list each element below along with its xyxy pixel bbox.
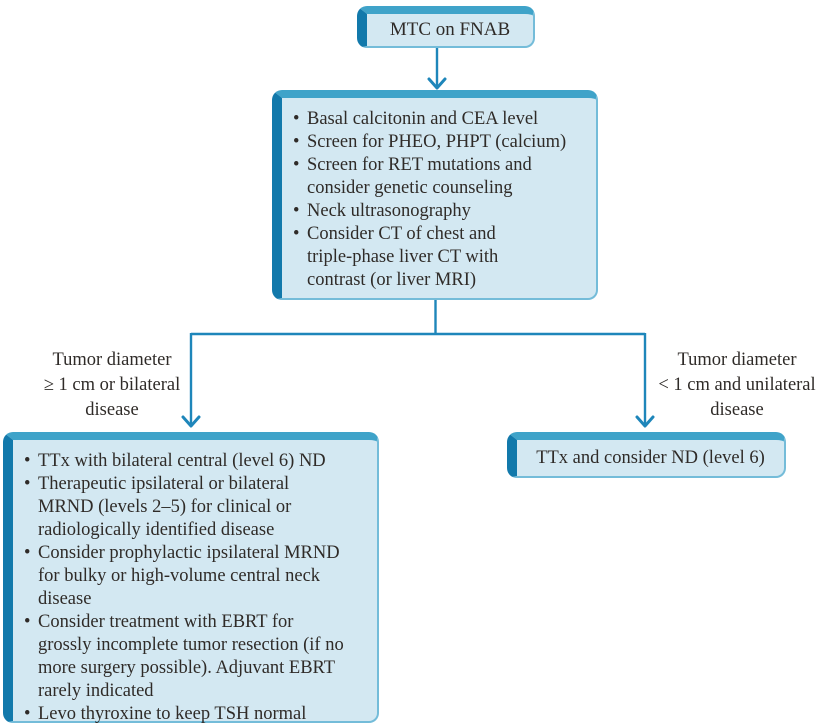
node-start-box: MTC on FNAB bbox=[357, 6, 535, 48]
extensive-bullet-item: Levo thyroxine to keep TSH normal bbox=[22, 703, 374, 726]
node-workup-box: Basal calcitonin and CEA level Screen fo… bbox=[272, 90, 598, 300]
extensive-bullet-list: TTx with bilateral central (level 6) ND … bbox=[13, 440, 377, 726]
arrow-start-to-workup-head bbox=[427, 77, 447, 90]
workup-bullet-item: Consider CT of chest and triple-phase li… bbox=[291, 223, 593, 292]
extensive-bullet-item: Therapeutic ipsilateral or bilateral MRN… bbox=[22, 473, 374, 542]
workup-bullet-item: Basal calcitonin and CEA level bbox=[291, 108, 593, 131]
extensive-bullet-item: Consider prophylactic ipsilateral MRND f… bbox=[22, 542, 374, 611]
node-limited-label: TTx and consider ND (level 6) bbox=[536, 447, 765, 468]
node-limited-surgery-box: TTx and consider ND (level 6) bbox=[507, 432, 786, 478]
node-start-label: MTC on FNAB bbox=[389, 19, 511, 40]
node-extensive-surgery-box: TTx with bilateral central (level 6) ND … bbox=[3, 432, 379, 726]
extensive-bullet-item: Consider treatment with EBRT for grossly… bbox=[22, 611, 374, 703]
workup-bullet-item: Neck ultrasonography bbox=[291, 200, 593, 223]
extensive-bullet-item: TTx with bilateral central (level 6) ND bbox=[22, 450, 374, 473]
workup-bullet-list: Basal calcitonin and CEA level Screen fo… bbox=[282, 98, 596, 292]
workup-bullet-item: Screen for RET mutations and consider ge… bbox=[291, 154, 593, 200]
branch-label-right: Tumor diameter < 1 cm and unilateral dis… bbox=[658, 350, 816, 420]
arrow-right-branch-head bbox=[635, 415, 655, 428]
arrow-left-branch-head bbox=[181, 415, 201, 428]
workup-bullet-item: Screen for PHEO, PHPT (calcium) bbox=[291, 131, 593, 154]
branch-label-left: Tumor diameter ≥ 1 cm or bilateral disea… bbox=[43, 350, 181, 420]
